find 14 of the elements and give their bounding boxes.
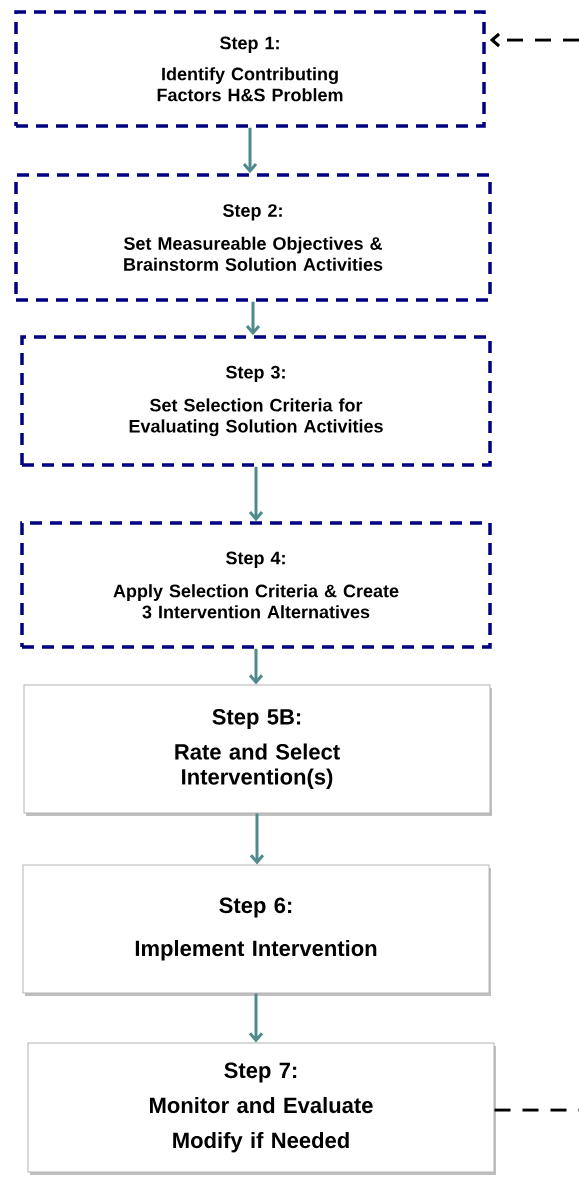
arrow (248, 466, 264, 522)
step-box: Step 5B: Rate and Select Intervention(s) (23, 684, 491, 814)
arrow (489, 32, 579, 48)
step-box: Step 6: Implement Intervention (22, 864, 490, 994)
step-box: Step 2: Set Measureable Objectives & Brainstorm Solution Activities (14, 173, 492, 302)
arrow (242, 127, 258, 174)
step-box: Step 3: Set Selection Criteria for Evaluating Solution Activities (20, 335, 492, 467)
step-box: Step 7: Monitor and Evaluate Modify if Needed (27, 1042, 495, 1173)
step-box: Step 1: Identify Contributing Factors H&S Problem (14, 10, 486, 128)
arrow (249, 813, 265, 865)
arrow (248, 993, 264, 1043)
arrow (248, 648, 264, 685)
step-box: Step 4: Apply Selection Criteria & Create 3 Intervention Alternatives (20, 521, 492, 649)
arrow (245, 301, 261, 336)
